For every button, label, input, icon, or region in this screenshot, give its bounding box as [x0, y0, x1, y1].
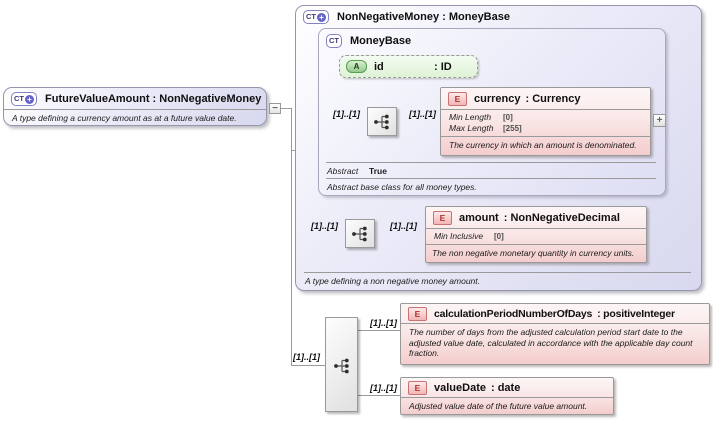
facet-row: Abstract True — [326, 163, 656, 178]
element-icon: E — [448, 92, 467, 106]
facet-value: True — [369, 166, 387, 176]
element-name: calculationPeriodNumberOfDays — [434, 308, 593, 320]
element-description: The currency in which an amount is denom… — [449, 140, 637, 150]
connector-line — [291, 365, 326, 366]
element-value-date[interactable]: E valueDate : date Adjusted value date o… — [400, 377, 614, 415]
cardinality-label: [1]..[1] — [293, 352, 320, 362]
divider — [441, 136, 650, 137]
expand-toggle-icon[interactable]: + — [653, 114, 666, 127]
element-amount[interactable]: E amount : NonNegativeDecimal Min Inclus… — [425, 206, 647, 263]
sequence-compositor-icon[interactable] — [345, 219, 375, 248]
facet-name: Abstract — [327, 166, 359, 176]
element-type: : date — [490, 382, 521, 394]
element-type: : positiveInteger — [597, 308, 675, 320]
facet-name: Max Length — [449, 123, 494, 133]
facets-section: Min Length [0] Max Length [255] — [441, 110, 650, 136]
plus-circle-icon: + — [25, 94, 34, 104]
attribute-title-row: A id : ID — [340, 56, 477, 76]
element-description: The non negative monetary quantity in cu… — [432, 248, 635, 258]
facets-section: Min Inclusive [0] — [426, 229, 646, 244]
element-icon: E — [408, 307, 427, 321]
sequence-dots-glyph — [374, 114, 389, 129]
divider — [326, 178, 656, 179]
type-title: NonNegativeMoney : MoneyBase — [337, 11, 510, 23]
facet-row: Min Inclusive [0] — [434, 231, 639, 242]
element-title-row: E amount : NonNegativeDecimal — [426, 207, 646, 228]
divider — [441, 109, 650, 110]
type-description: A type defining a currency amount as at … — [12, 113, 237, 123]
element-title-row: E currency : Currency — [441, 88, 650, 109]
element-type: : NonNegativeDecimal — [503, 212, 620, 224]
complex-type-icon: CT — [326, 34, 342, 48]
attribute-name: id — [374, 60, 384, 73]
element-description: Adjusted value date of the future value … — [409, 401, 588, 411]
element-icon: E — [408, 381, 427, 395]
sequence-compositor[interactable] — [325, 317, 358, 412]
divider — [304, 271, 691, 273]
type-description: Abstract base class for all money types. — [327, 182, 477, 192]
divider — [4, 109, 266, 110]
connector-line — [281, 108, 291, 109]
facet-name: Min Inclusive — [434, 231, 484, 241]
element-calculation-period-number-of-days[interactable]: E calculationPeriodNumberOfDays : positi… — [400, 303, 710, 365]
element-name: currency — [474, 93, 521, 105]
cardinality-label: [1]..[1] — [390, 221, 417, 231]
facet-row: Max Length [255] — [449, 123, 643, 134]
element-name: valueDate — [434, 382, 486, 394]
cardinality-label: [1]..[1] — [370, 318, 397, 328]
divider — [426, 228, 646, 229]
element-icon: E — [433, 211, 452, 225]
element-type: : Currency — [525, 93, 581, 105]
type-footer: A type defining a non negative money amo… — [304, 271, 691, 289]
connector-line — [358, 395, 401, 396]
facet-name: Min Length — [449, 112, 492, 122]
connector-line — [358, 330, 401, 331]
element-title-row: E calculationPeriodNumberOfDays : positi… — [401, 304, 709, 323]
element-name: amount — [459, 212, 499, 224]
facet-value: [0] — [503, 113, 513, 122]
element-title-row: E valueDate : date — [401, 378, 613, 397]
attribute-icon: A — [346, 60, 367, 73]
sequence-compositor-icon[interactable] — [367, 107, 397, 136]
facets-section: Abstract True Abstract base class for al… — [326, 162, 656, 193]
facet-value: [0] — [494, 232, 504, 241]
facet-value: [255] — [503, 124, 522, 133]
sequence-dots-glyph — [334, 358, 349, 374]
type-title: MoneyBase — [350, 35, 412, 47]
type-title-row: CT+ NonNegativeMoney : MoneyBase — [296, 6, 701, 27]
collapse-toggle-icon[interactable]: − — [269, 103, 281, 114]
divider — [426, 244, 646, 245]
type-title-row: CT+ FutureValueAmount : NonNegativeMoney — [4, 88, 266, 109]
cardinality-label: [1]..[1] — [311, 221, 338, 231]
cardinality-label: [1]..[1] — [370, 383, 397, 393]
complex-type-future-value-amount[interactable]: CT+ FutureValueAmount : NonNegativeMoney… — [3, 87, 267, 126]
type-description: A type defining a non negative money amo… — [305, 275, 480, 286]
element-description: The number of days from the adjusted cal… — [409, 327, 693, 358]
attribute-type: : ID — [434, 60, 452, 73]
type-title: FutureValueAmount : NonNegativeMoney — [45, 93, 262, 105]
type-title-row: CT MoneyBase — [319, 29, 665, 51]
divider — [401, 323, 709, 324]
complex-type-icon: CT+ — [303, 10, 329, 24]
cardinality-label: [1]..[1] — [409, 109, 436, 119]
complex-type-icon: CT+ — [11, 92, 37, 106]
cardinality-label: [1]..[1] — [333, 109, 360, 119]
sequence-dots-glyph — [352, 226, 367, 241]
element-currency[interactable]: E currency : Currency Min Length [0] Max… — [440, 87, 651, 156]
divider — [326, 162, 656, 163]
attribute-id[interactable]: A id : ID — [339, 55, 478, 78]
facet-row: Min Length [0] — [449, 112, 643, 123]
connector-line — [291, 108, 292, 366]
divider — [401, 397, 613, 398]
plus-circle-icon: + — [317, 12, 326, 22]
